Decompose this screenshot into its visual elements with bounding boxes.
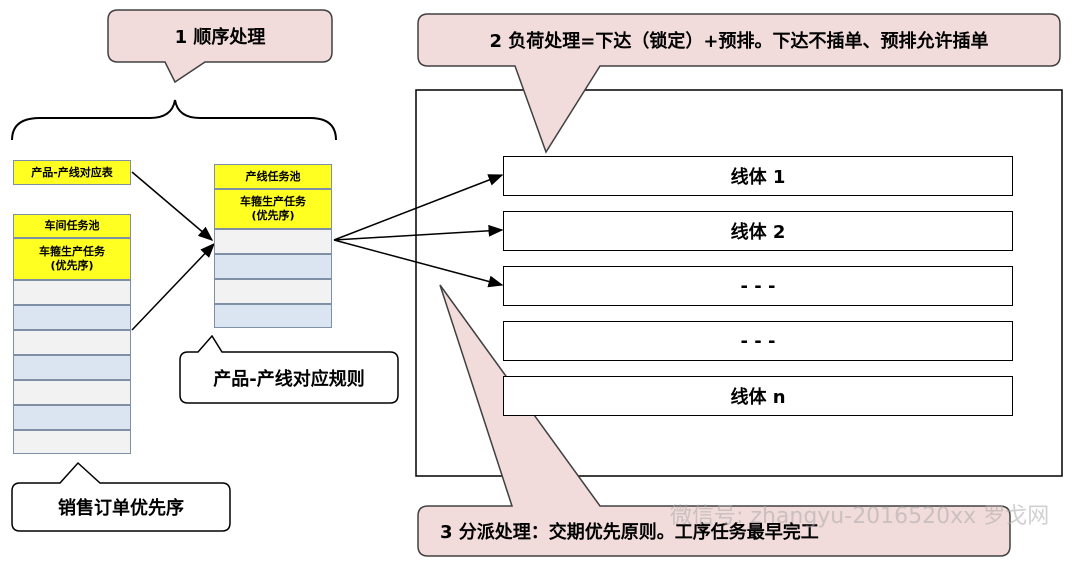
callout-dispatch-shape bbox=[417, 284, 1011, 557]
arrow-mapping-to-pool bbox=[131, 171, 214, 241]
workshop-row bbox=[13, 430, 131, 454]
line-pool-row bbox=[214, 304, 332, 328]
arrow-to-line-3 bbox=[333, 239, 504, 288]
line-pool-row bbox=[214, 229, 332, 254]
workshop-row bbox=[13, 305, 131, 330]
workshop-row bbox=[13, 380, 131, 405]
callout-load: 2 负荷处理=下达（锁定）+预排。下达不插单、预排允许插单 bbox=[489, 31, 989, 52]
line-box-n: 线体 n bbox=[503, 376, 1013, 416]
line-pool-header: 产线任务池 bbox=[214, 164, 332, 189]
arrow-to-line-2 bbox=[333, 224, 504, 241]
callout-load-shape bbox=[417, 13, 1061, 154]
line-box-3: - - - bbox=[503, 266, 1013, 306]
callout-sequence: 1 顺序处理 bbox=[174, 27, 266, 48]
arrow-workshop-to-pool bbox=[131, 242, 216, 331]
sales-label-shape bbox=[11, 461, 231, 532]
mapping-table-cell: 产品-产线对应表 bbox=[13, 160, 131, 185]
line-box-4: - - - bbox=[503, 321, 1013, 361]
callout-sequence-shape bbox=[107, 9, 333, 84]
line-pool-row bbox=[214, 254, 332, 279]
workshop-row bbox=[13, 405, 131, 430]
line-box-1: 线体 1 bbox=[503, 156, 1013, 196]
workshop-row bbox=[13, 280, 131, 305]
workshop-tasks-header: 车箍生产任务 (优先序) bbox=[13, 238, 131, 280]
line-pool-row bbox=[214, 279, 332, 304]
sales-priority-label: 销售订单优先序 bbox=[58, 498, 184, 519]
watermark: 微信号: zhangyu-2016520xx 罗戈网 bbox=[670, 504, 1050, 529]
rule-label: 产品-产线对应规则 bbox=[213, 368, 365, 390]
rule-label-shape bbox=[179, 334, 399, 404]
workshop-pool-header: 车间任务池 bbox=[13, 214, 131, 238]
workshop-row bbox=[13, 330, 131, 355]
callout-dispatch: 3 分派处理：交期优先原则。工序任务最早完工 bbox=[440, 522, 819, 543]
line-box-2: 线体 2 bbox=[503, 211, 1013, 251]
line-tasks-header: 车箍生产任务 (优先序) bbox=[214, 189, 332, 229]
arrow-to-line-1 bbox=[333, 174, 504, 241]
brace bbox=[11, 99, 337, 141]
workshop-row bbox=[13, 355, 131, 380]
